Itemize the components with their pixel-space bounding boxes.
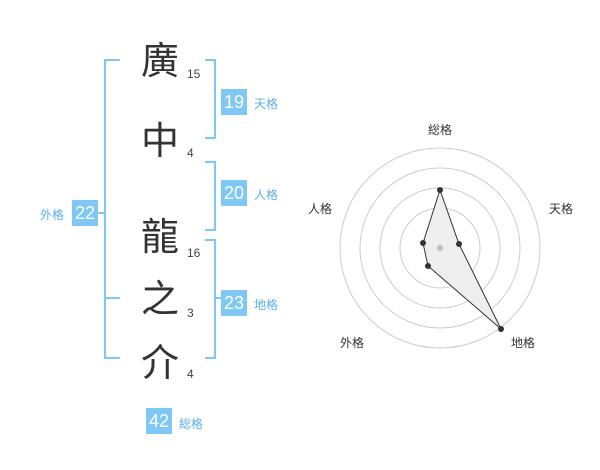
radar-points <box>420 187 504 332</box>
name-char-5: 介 <box>140 341 179 385</box>
gaikaku-value: 22 <box>72 200 98 226</box>
name-char-2: 中 <box>140 119 179 163</box>
jinkaku-label: 人格 <box>254 188 279 202</box>
chikaku-label: 地格 <box>254 298 279 312</box>
jinkaku-value: 20 <box>221 180 247 206</box>
radar-point-chikaku <box>498 326 504 332</box>
name-char-3: 龍 <box>140 215 179 259</box>
stroke-count-2: 4 <box>187 146 194 160</box>
radar-point-tenkaku <box>456 241 462 247</box>
soukaku-value: 42 <box>146 408 172 434</box>
tenkaku-value: 19 <box>221 89 247 115</box>
stroke-count-3: 16 <box>187 246 201 260</box>
radar-label-gaikaku: 外格 <box>340 335 364 350</box>
radar-label-chikaku: 地格 <box>511 335 535 350</box>
tenkaku-label: 天格 <box>254 97 279 111</box>
name-char-1: 廣 <box>140 39 179 83</box>
radar-label-soukaku: 総格 <box>428 122 452 137</box>
radar-point-gaikaku <box>425 263 431 269</box>
radar-area <box>422 188 502 330</box>
radar-rings <box>339 147 541 349</box>
soukaku-label: 総格 <box>179 417 204 431</box>
stroke-count-5: 4 <box>187 367 194 381</box>
gaikaku-label: 外格 <box>40 208 65 222</box>
stroke-count-4: 3 <box>187 306 194 320</box>
name-char-4: 之 <box>140 277 179 321</box>
radar-point-soukaku <box>437 187 443 193</box>
radar-label-tenkaku: 天格 <box>549 201 573 216</box>
chikaku-value: 23 <box>221 290 247 316</box>
radar-label-jinkaku: 人格 <box>308 201 332 216</box>
radar-center <box>437 245 443 251</box>
radar-point-jinkaku <box>420 240 426 246</box>
stroke-count-1: 15 <box>187 67 201 81</box>
